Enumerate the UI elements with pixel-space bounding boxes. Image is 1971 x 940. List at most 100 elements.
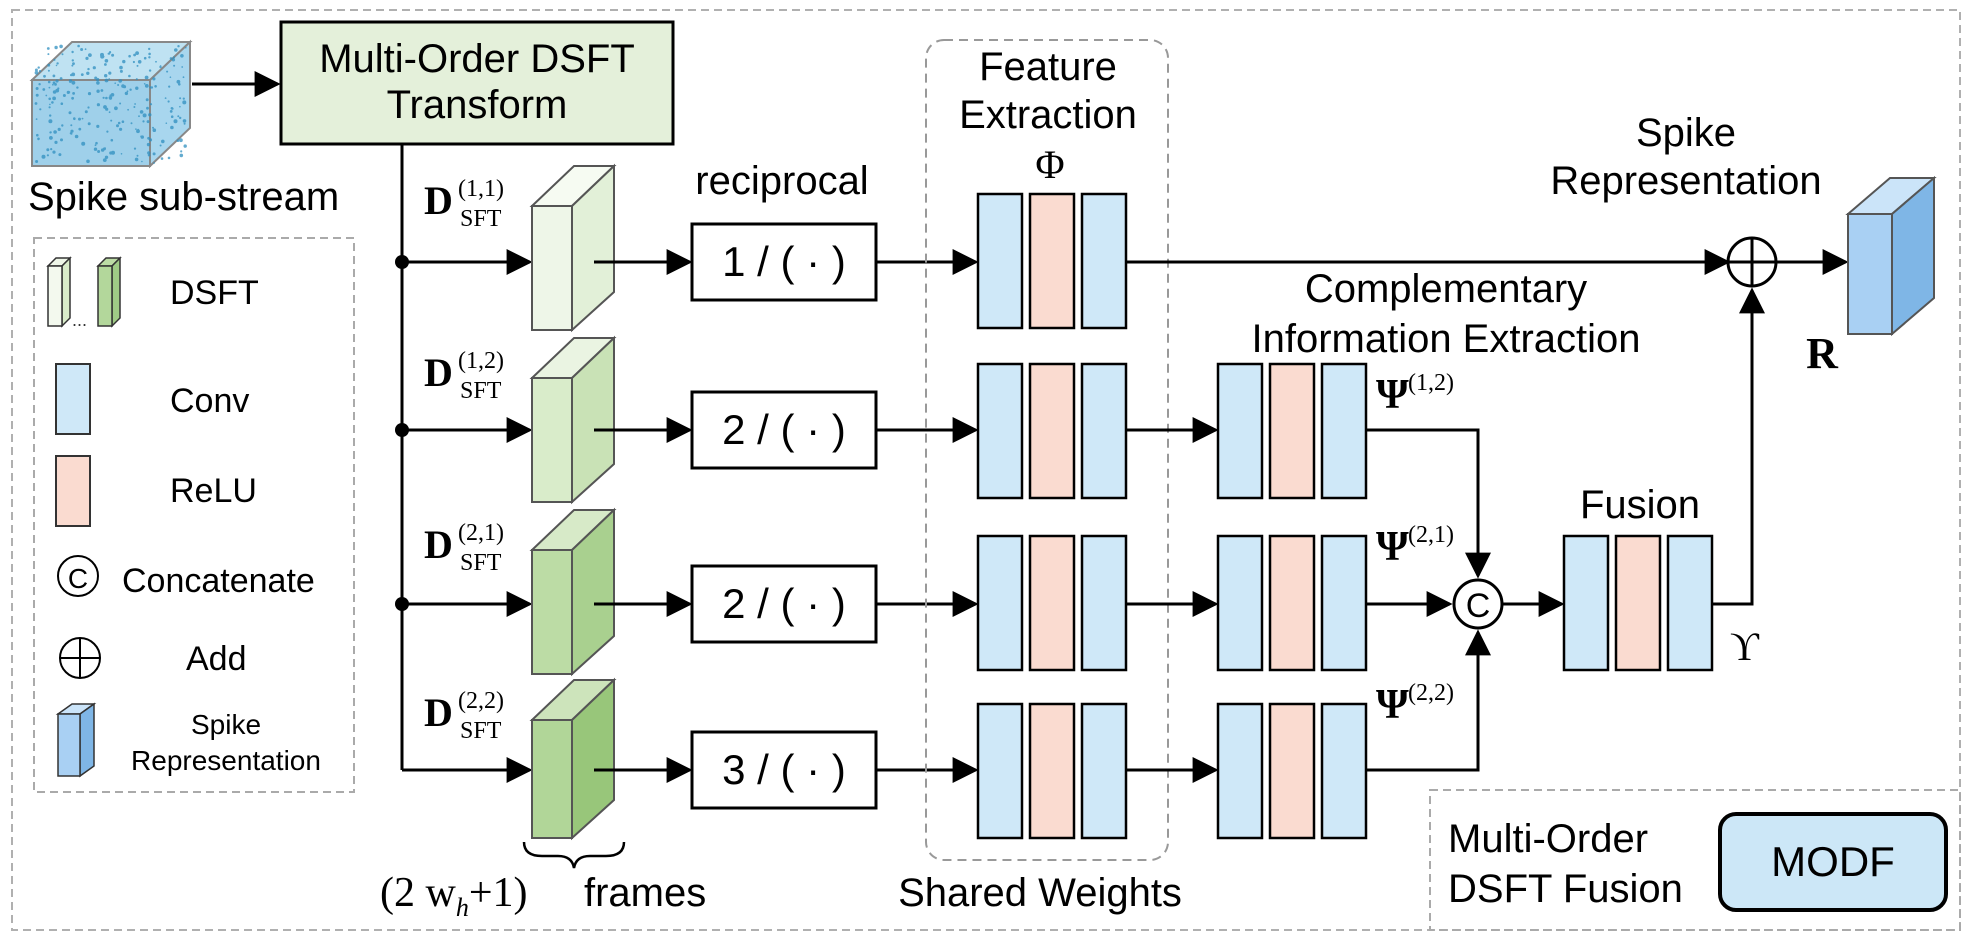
dsft-label-1-main: D (424, 178, 453, 223)
legend-spike-rep-line1: Spike (191, 709, 261, 740)
add-node (1726, 236, 1778, 288)
cie2-relu (1268, 362, 1316, 500)
modf-label-line1: Multi-Order (1448, 817, 1648, 861)
dsft-label-1: D (1,1) SFT (424, 176, 504, 232)
op-box-4-label: 3 / ( · ) (722, 746, 846, 793)
dsft-label-2-sup: (1,2) (458, 348, 504, 374)
fe1-relu (1028, 192, 1076, 330)
cie-block-4 (1216, 702, 1368, 840)
fe3-relu (1028, 534, 1076, 672)
frames-formula: (2 wh+1) (380, 870, 528, 922)
cie-label-line1: Complementary (1305, 267, 1587, 311)
psi-21-main: Ψ (1376, 524, 1409, 570)
fe2-conv-a (976, 362, 1024, 500)
spike-substream-cube (29, 39, 193, 169)
phi-symbol: Φ (1035, 142, 1064, 187)
r-label: R (1806, 329, 1839, 378)
multi-order-dsft-transform-box (279, 20, 675, 146)
legend-conv-swatch (55, 363, 91, 435)
psi-21-sup: (2,1) (1408, 522, 1454, 548)
feature-extraction-block-3 (976, 534, 1128, 672)
psi-label-21: Ψ (2,1) (1376, 522, 1454, 570)
psi-label-22: Ψ (2,2) (1376, 680, 1454, 728)
legend-relu-label: ReLU (170, 472, 257, 510)
shared-weights-box (925, 39, 1169, 861)
dsft-label-1-sup: (1,1) (458, 176, 504, 202)
op-box-3 (690, 564, 878, 644)
legend-box (33, 237, 355, 793)
cie-label-line2: Information Extraction (1251, 317, 1640, 361)
dsft-slab-1 (529, 163, 617, 333)
legend-dsft-icon: ... (46, 256, 122, 330)
cie3-conv-b (1320, 534, 1368, 672)
modf-badge-label: MODF (1771, 838, 1895, 885)
legend-concat-icon (57, 555, 99, 597)
cie2-conv-b (1320, 362, 1368, 500)
op-box-4 (690, 730, 878, 810)
fusion-conv-a (1562, 534, 1610, 672)
feature-extraction-block-2 (976, 362, 1128, 500)
cie4-to-concat-arrow (1366, 629, 1491, 772)
cie4-conv-b (1320, 702, 1368, 840)
fe1-conv-a (976, 192, 1024, 330)
spike-substream-label: Spike sub-stream (28, 175, 339, 219)
legend-spike-rep-line2: Representation (131, 745, 321, 776)
psi-12-sup: (1,2) (1408, 370, 1454, 396)
concatenate-node-symbol: C (1466, 587, 1491, 625)
upsilon-symbol: ϒ (1730, 624, 1760, 669)
dsft-label-2: D (1,2) SFT (424, 348, 504, 404)
transform-label-line2: Transform (387, 83, 568, 127)
spike-rep-label-line2: Representation (1550, 159, 1821, 203)
legend-dsft-label: DSFT (170, 274, 259, 312)
svg-text:...: ... (72, 310, 87, 330)
op-box-1-label: 1 / ( · ) (722, 238, 846, 285)
shared-weights-label: Shared Weights (898, 871, 1182, 915)
dsft-label-4-main: D (424, 690, 453, 735)
legend-spike-representation-icon (55, 702, 97, 778)
fe3-conv-a (976, 534, 1024, 672)
dsft-label-4-sub: SFT (460, 718, 502, 744)
modf-legend-box (1429, 789, 1961, 931)
op-box-1 (690, 222, 878, 302)
fe1-conv-b (1080, 192, 1128, 330)
legend-concatenate-label: Concatenate (122, 562, 315, 600)
cie3-relu (1268, 534, 1316, 672)
psi-label-12: Ψ (1,2) (1376, 370, 1454, 418)
op-box-3-label: 2 / ( · ) (722, 580, 846, 627)
fe2-conv-b (1080, 362, 1128, 500)
cie4-conv-a (1216, 702, 1264, 840)
legend-concat-symbol: C (68, 563, 88, 594)
dsft-slab-2 (529, 335, 617, 505)
fe4-relu (1028, 702, 1076, 840)
legend-conv-label: Conv (170, 382, 249, 420)
feature-extraction-line1: Feature (979, 45, 1117, 89)
spike-rep-label-line1: Spike (1636, 111, 1736, 155)
cie2-to-concat-arrow (1366, 428, 1491, 579)
dsft-label-3-sup: (2,1) (458, 520, 504, 546)
fe4-conv-b (1080, 702, 1128, 840)
legend-add-label: Add (186, 640, 247, 678)
dsft-label-3-main: D (424, 522, 453, 567)
fusion-block (1562, 534, 1714, 672)
frames-brace (522, 841, 626, 869)
cie2-conv-a (1216, 362, 1264, 500)
fe4-conv-a (976, 702, 1024, 840)
dsft-label-1-sub: SFT (460, 206, 502, 232)
cie3-conv-a (1216, 534, 1264, 672)
fusion-relu (1614, 534, 1662, 672)
spike-representation-output-cube (1845, 175, 1937, 337)
frames-word: frames (584, 871, 706, 915)
dsft-label-4: D (2,2) SFT (424, 688, 504, 744)
transform-label-line1: Multi-Order DSFT (319, 37, 635, 81)
dsft-label-3-sub: SFT (460, 550, 502, 576)
fe2-relu (1028, 362, 1076, 500)
feature-extraction-block-4 (976, 702, 1128, 840)
cie-block-2 (1216, 362, 1368, 500)
cie-block-3 (1216, 534, 1368, 672)
dsft-label-3: D (2,1) SFT (424, 520, 504, 576)
reciprocal-label: reciprocal (695, 159, 868, 203)
cie4-relu (1268, 702, 1316, 840)
dsft-slab-4 (529, 677, 617, 841)
modf-badge (1718, 812, 1948, 912)
